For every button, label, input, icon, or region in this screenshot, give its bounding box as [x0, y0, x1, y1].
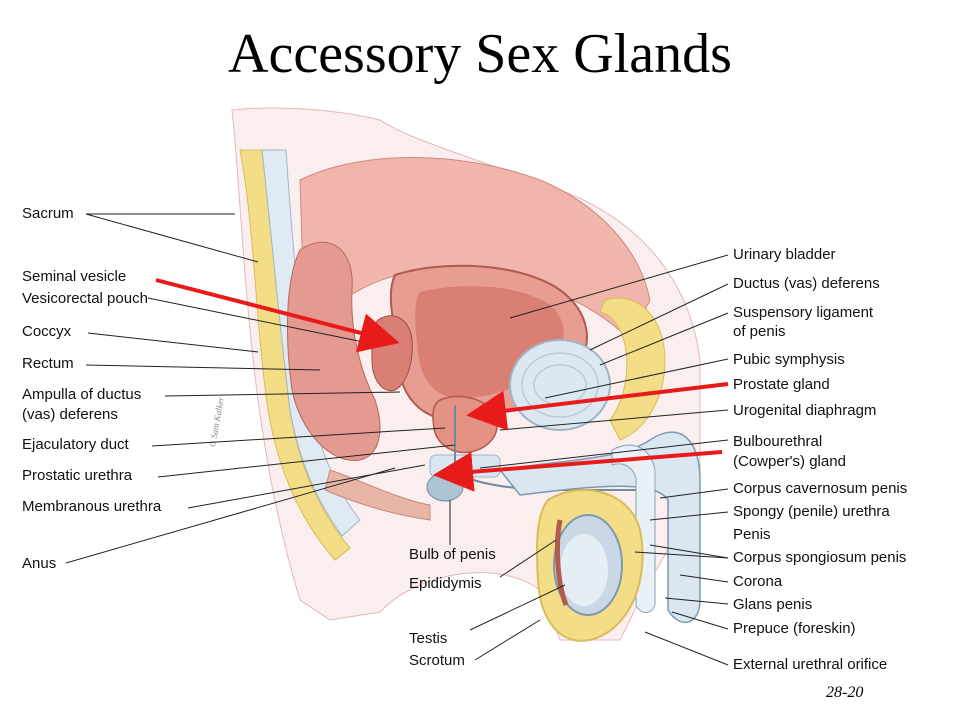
label-prostate-gland: Prostate gland	[733, 376, 830, 393]
label-pubic-symphysis: Pubic symphysis	[733, 351, 845, 368]
prostate-gland-arrow	[466, 382, 729, 431]
label-corona: Corona	[733, 573, 783, 590]
label-suspensory-line-1: Suspensory ligament	[733, 304, 874, 321]
label-external-urethral-orifice: External urethral orifice	[733, 656, 888, 673]
label-bulbourethral-line-2: (Cowper's) gland	[733, 453, 846, 470]
epididymis-shape	[555, 519, 569, 606]
label-corpus-spongiosum: Corpus spongiosum penis	[733, 549, 907, 566]
label-vesicorectal-pouch: Vesicorectal pouch	[22, 290, 148, 307]
label-coccyx: Coccyx	[22, 323, 72, 340]
label-rectum: Rectum	[22, 355, 74, 372]
label-membranous-urethra: Membranous urethra	[22, 498, 162, 515]
label-epididymis: Epididymis	[409, 575, 482, 592]
label-urinary-bladder: Urinary bladder	[733, 246, 836, 263]
label-ampulla-line-2: (vas) deferens	[22, 406, 118, 423]
label-scrotum: Scrotum	[409, 652, 465, 669]
slide-title: Accessory Sex Glands	[228, 23, 732, 85]
label-bulb-of-penis: Bulb of penis	[409, 546, 496, 563]
seminal-vesicle-arrow	[155, 278, 400, 353]
leader-lines-bottom	[449, 500, 566, 661]
label-prostatic-urethra: Prostatic urethra	[22, 467, 133, 484]
corpus-cavernosum-shape	[611, 444, 656, 613]
label-ampulla-line-1: Ampulla of ductus	[22, 386, 142, 403]
label-ejaculatory-duct: Ejaculatory duct	[22, 436, 129, 453]
label-bulbourethral-line-1: Bulbourethral	[733, 433, 823, 450]
label-seminal-vesicle: Seminal vesicle	[22, 268, 127, 285]
pubic-fat	[599, 297, 666, 441]
label-ductus-deferens: Ductus (vas) deferens	[733, 275, 880, 292]
label-corpus-cavernosum: Corpus cavernosum penis	[733, 480, 908, 497]
label-urogenital-diaphragm: Urogenital diaphragm	[733, 402, 877, 419]
bulb-of-penis-shape	[426, 472, 464, 502]
perineum	[324, 469, 431, 521]
label-anus: Anus	[22, 555, 57, 572]
leader-lines-left	[65, 213, 456, 564]
label-prepuce: Prepuce (foreskin)	[733, 620, 856, 637]
label-testis: Testis	[409, 630, 448, 647]
label-sacrum: Sacrum	[22, 205, 74, 222]
label-spongy-urethra: Spongy (penile) urethra	[733, 503, 890, 520]
rectum-shape	[286, 241, 381, 461]
label-suspensory-line-2: of penis	[733, 323, 786, 340]
leader-lines-right	[479, 254, 729, 666]
label-glans-penis: Glans penis	[733, 596, 813, 613]
illustrator-signature: © Sam Kalker	[207, 396, 226, 449]
label-penis: Penis	[733, 526, 771, 543]
slide-number: 28-20	[826, 684, 864, 701]
bulbourethral-gland-arrow	[433, 450, 723, 492]
